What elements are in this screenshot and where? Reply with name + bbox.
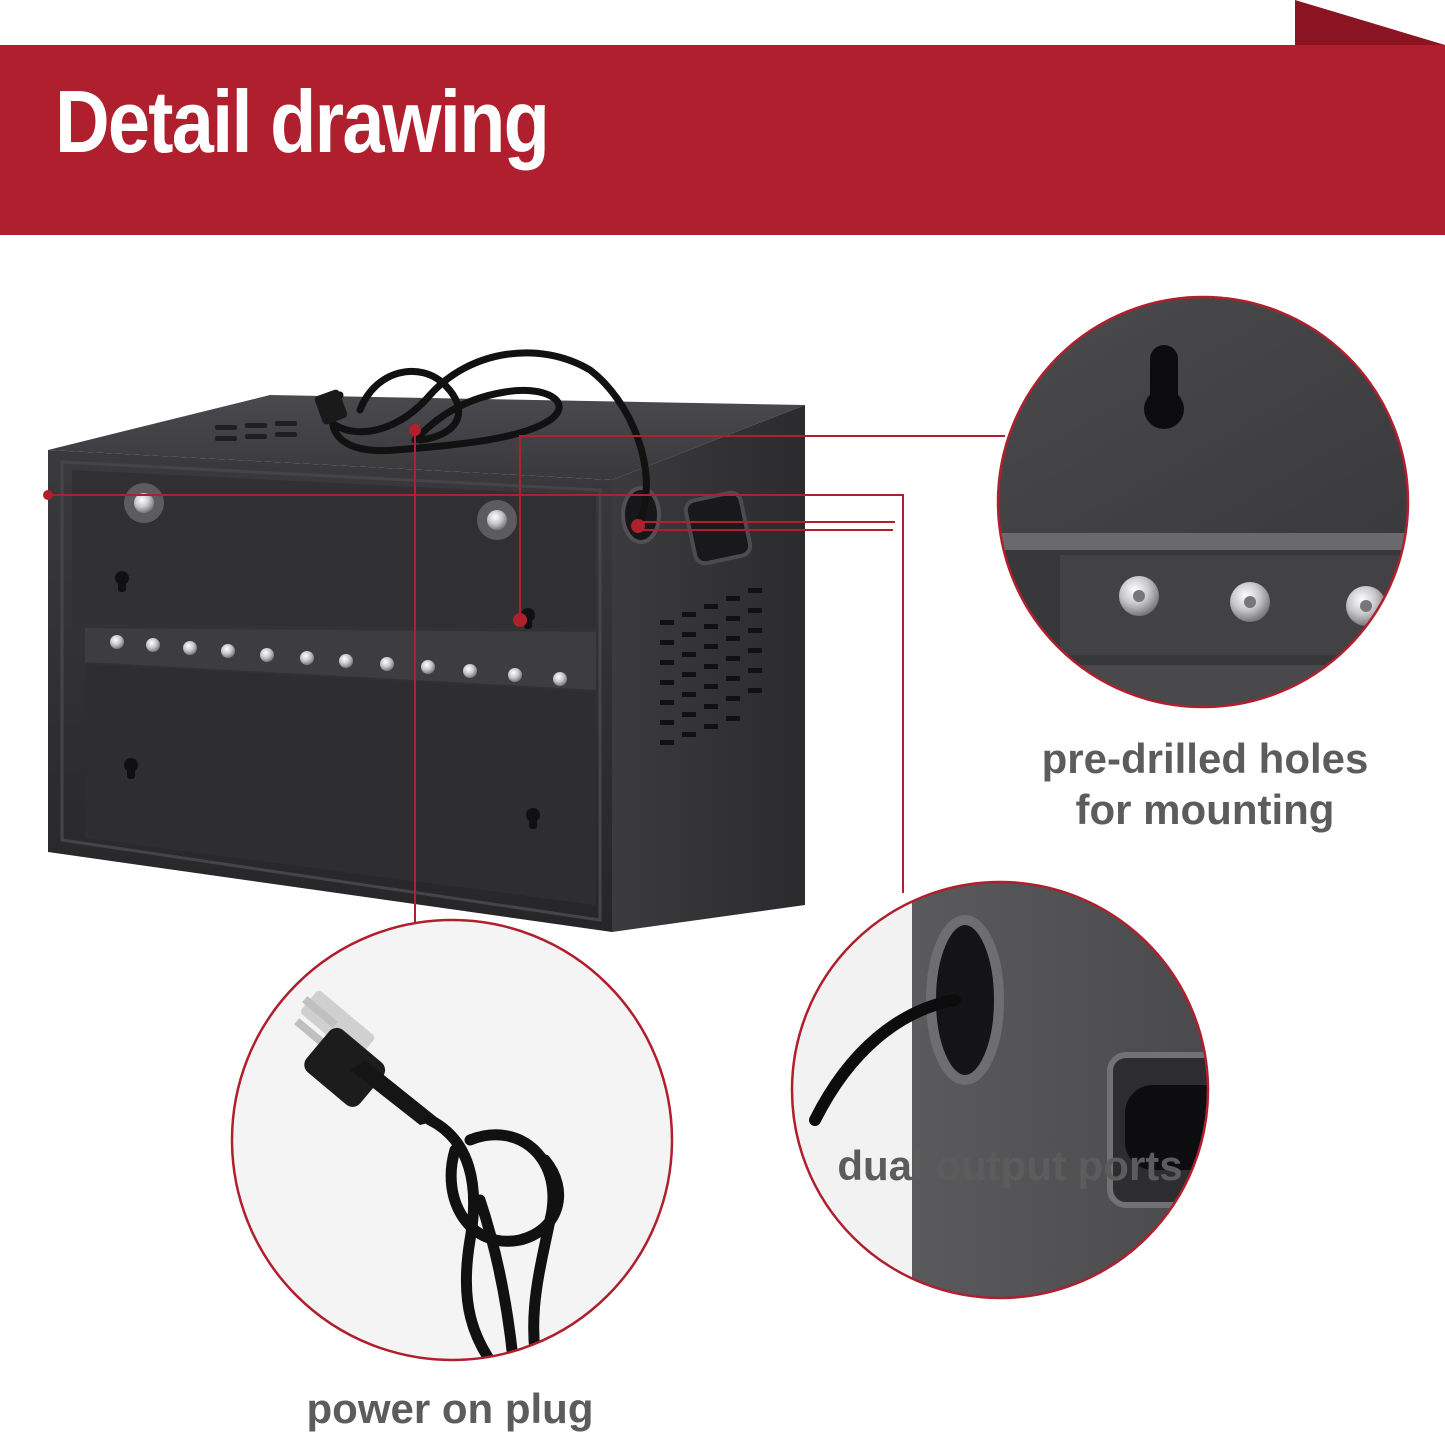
callout-lines (48, 430, 1005, 935)
side-vents (660, 588, 762, 745)
output-ports-caption: dual output ports (837, 1142, 1183, 1189)
screw-icon (1119, 576, 1386, 626)
callout-dots (43, 424, 645, 627)
header-banner (0, 45, 1445, 235)
top-vents (215, 421, 297, 441)
cable-grommet-icon (926, 915, 1004, 1085)
plug-icon (294, 990, 440, 1125)
power-cord (328, 349, 650, 524)
power-plug-caption: power on plug (306, 1385, 594, 1432)
mounting-holes-caption: pre-drilled holes for mounting (1010, 733, 1400, 835)
ports-detail-circle (790, 880, 1210, 1300)
mounting-caption-line1: pre-drilled holes (1041, 735, 1369, 782)
cabinet (48, 349, 805, 932)
mounting-caption-line2: for mounting (1075, 786, 1335, 834)
plug-detail-circle (230, 918, 674, 1362)
page-title: Detail drawing (55, 72, 550, 171)
keyhole-icon (1144, 345, 1184, 429)
mounting-detail-circle (996, 295, 1410, 709)
banner-fold (1295, 0, 1445, 45)
handle-icon (683, 490, 753, 566)
mounting-bolt-icon (124, 483, 517, 540)
screw-icon (110, 635, 567, 686)
